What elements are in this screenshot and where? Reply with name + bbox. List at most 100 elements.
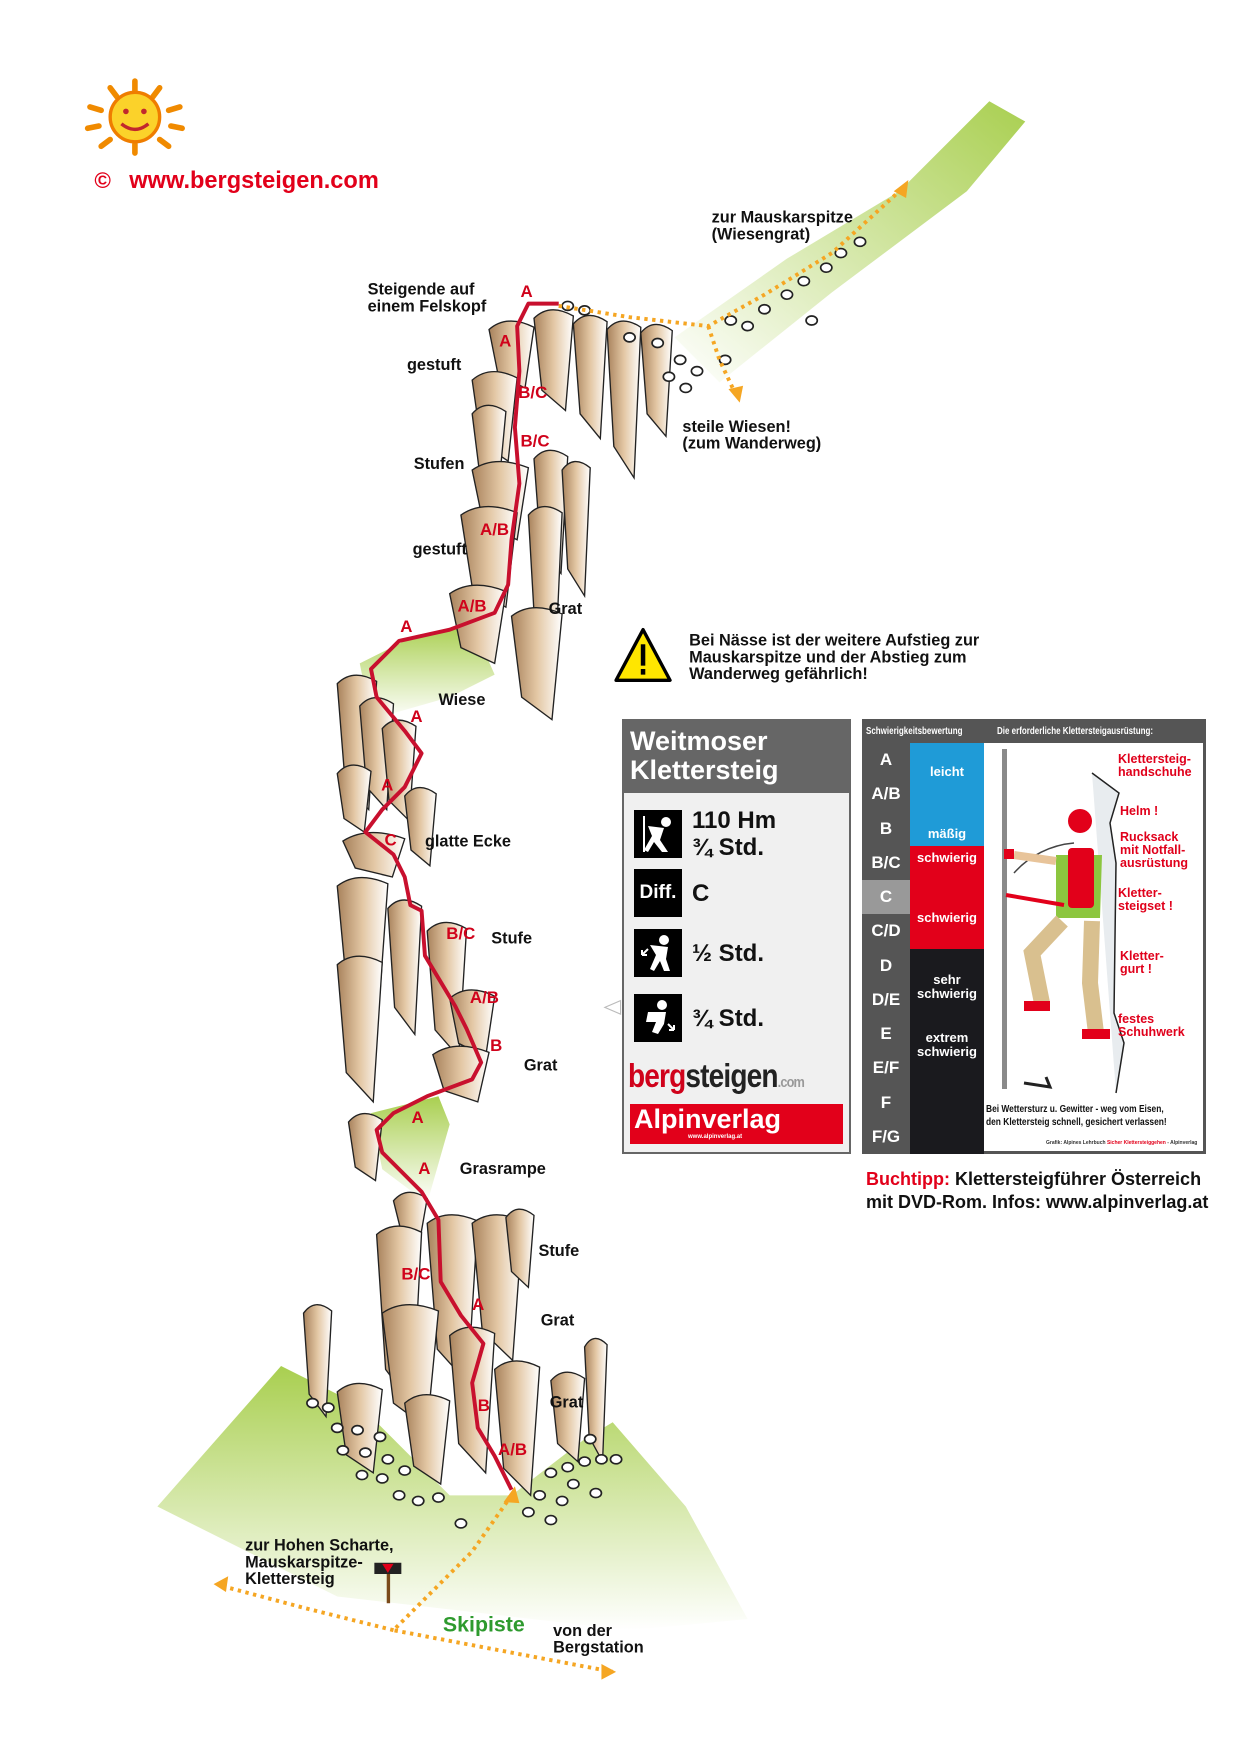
alpinverlag-logo[interactable]: Alpinverlag www.alpinverlag.at	[630, 1104, 843, 1144]
route-grade-label: B	[490, 1036, 502, 1055]
route-grade-label: A/B	[480, 520, 509, 539]
stone	[454, 1518, 468, 1529]
label-grasrampe: Grasrampe	[460, 1160, 546, 1178]
graphic-credit: Grafik: Alpines Lehrbuch Sicher Kletters…	[1046, 1140, 1198, 1146]
route-grade-label: A	[499, 331, 511, 350]
rock-pillar	[336, 955, 383, 1104]
stone	[533, 1489, 547, 1501]
legend-grade: C/D	[871, 921, 901, 941]
stone	[679, 382, 693, 394]
path-arrowheads	[213, 179, 909, 1680]
rock-pillar	[583, 1337, 608, 1465]
route-grade-label: B/C	[518, 383, 547, 402]
rock-pillar	[347, 1112, 383, 1182]
stone	[521, 1506, 535, 1518]
meadow-grasrampe	[370, 1096, 450, 1204]
rock-pillar	[505, 1208, 535, 1289]
legend-grade: C	[862, 880, 910, 915]
route-grade-label: A	[400, 617, 412, 636]
rock-pillar	[404, 786, 437, 868]
stone	[544, 1467, 558, 1479]
label-stufen: Stufen	[414, 455, 465, 473]
stone	[561, 1461, 575, 1473]
label-grat-1: Grat	[549, 600, 583, 618]
rock-pillar	[572, 314, 608, 441]
label-grat-2: Grat	[524, 1056, 558, 1074]
equip-helmet: Helm !	[1120, 804, 1159, 818]
legend-grade: D/E	[871, 989, 901, 1009]
rock-pillar	[387, 899, 423, 1037]
route-grade-label: A/B	[470, 988, 499, 1007]
rock-pillar	[460, 505, 518, 609]
stone	[544, 1514, 558, 1526]
label-stufe-2: Stufe	[538, 1242, 579, 1260]
difficulty-value: C	[692, 879, 710, 907]
stone	[805, 315, 819, 326]
brand-url[interactable]: www.bergsteigen.com	[128, 168, 379, 194]
stone	[411, 1495, 425, 1507]
approach-time: ½ Std.	[692, 939, 765, 967]
stone	[623, 332, 637, 343]
stone	[819, 262, 833, 274]
sun-face-icon	[84, 78, 185, 156]
hiking-paths	[218, 189, 901, 1674]
stone	[375, 1473, 389, 1484]
stone	[566, 1478, 580, 1490]
legend-grade: D	[879, 955, 893, 975]
legend-header-right: Die erforderliche Klettersteigausrüstung…	[997, 726, 1154, 737]
rock-pillar	[336, 764, 372, 834]
difficulty-badge: Diff.	[634, 869, 682, 917]
route-grade-label: C	[384, 831, 396, 850]
weather-warning: Bei Wettersturz u. Gewitter - weg vom Ei…	[986, 1103, 1167, 1128]
book-tip: Buchtipp: Klettersteigführer Österreich …	[866, 1169, 1209, 1212]
route-grade-label: A	[381, 775, 393, 794]
hiker-ascent-icon	[634, 929, 682, 977]
stone	[381, 1453, 395, 1465]
climb-time: ¾ Std.	[692, 834, 765, 861]
label-glatte-ecke: glatte Ecke	[425, 833, 511, 851]
legend-grade: B/C	[871, 852, 901, 872]
stone	[594, 1453, 608, 1465]
rock-pillar	[448, 584, 507, 665]
stone	[583, 1433, 597, 1445]
route-grade-label: B	[478, 1396, 490, 1415]
rock-pillar	[640, 323, 673, 439]
stone	[555, 1495, 569, 1507]
climber-icon	[634, 810, 682, 858]
band-sehr-schwierig	[910, 949, 984, 1154]
warning-triangle-icon	[614, 627, 672, 682]
rock-pillar	[302, 1304, 333, 1419]
stone	[780, 289, 794, 301]
hiker-descent-icon	[634, 994, 682, 1042]
bergsteigen-logo[interactable]: bergsteigen.com	[628, 1057, 805, 1094]
stone	[358, 1447, 372, 1458]
stone	[757, 303, 771, 315]
label-gestuft-1: gestuft	[407, 356, 462, 374]
label-gestuft-2: gestuft	[413, 540, 468, 558]
stone	[853, 236, 867, 248]
height-gain: 110 Hm	[692, 807, 777, 834]
rock-pillar	[533, 309, 575, 412]
band-schwierig	[910, 846, 984, 949]
stone	[306, 1397, 319, 1409]
route-grade-label: B/C	[521, 431, 550, 450]
label-grat-4: Grat	[550, 1394, 584, 1412]
rock-pillar	[432, 1045, 490, 1103]
scree-stones	[306, 236, 867, 1529]
stone	[392, 1489, 406, 1501]
info-approach-row: ½ Std.	[634, 929, 764, 977]
signpost-icon	[374, 1562, 402, 1604]
legend-grade: A	[879, 750, 893, 770]
rock-formations	[302, 309, 673, 1497]
rock-pillar	[403, 1394, 451, 1486]
